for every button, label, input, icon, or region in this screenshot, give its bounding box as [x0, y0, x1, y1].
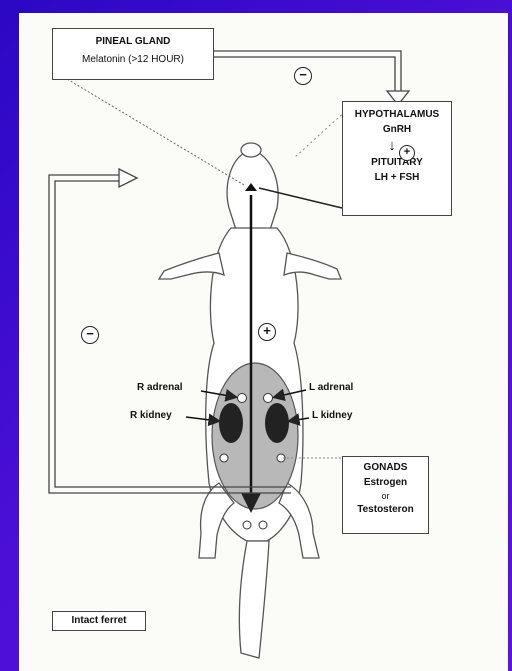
gonads-estrogen: Estrogen	[343, 476, 428, 491]
pineal-title: PINEAL GLAND	[53, 33, 213, 51]
gnrh-label: GnRH	[343, 122, 451, 137]
r-kidney-label: R kidney	[130, 410, 172, 421]
left-adrenal-shape	[264, 394, 273, 403]
gonads-or: or	[343, 490, 428, 503]
hypothalamus-title: HYPOTHALAMUS	[343, 107, 451, 122]
gonad-shape-right	[259, 521, 267, 529]
pineal-subtitle: Melatonin (>12 HOUR)	[53, 51, 213, 69]
pineal-gland-box: PINEAL GLAND Melatonin (>12 HOUR)	[52, 28, 214, 80]
left-minus-sign: −	[81, 326, 99, 344]
right-kidney-shape	[219, 403, 243, 443]
l-adrenal-label: L adrenal	[309, 382, 353, 393]
pituitary-label: PITUITARY	[343, 155, 451, 170]
top-minus-sign: −	[294, 67, 312, 85]
center-plus-sign: +	[258, 323, 276, 341]
pineal-dashed-line	[57, 73, 244, 185]
hypothalamus-box: HYPOTHALAMUS GnRH ↓ PITUITARY LH + FSH	[342, 101, 452, 216]
r-adrenal-label: R adrenal	[137, 382, 183, 393]
gonads-title: GONADS	[343, 461, 428, 476]
caption-text: Intact ferret	[71, 615, 126, 626]
gnrh-down-arrow: ↓	[333, 137, 451, 155]
gonads-testosteron: Testosteron	[343, 503, 428, 518]
gonads-box: GONADS Estrogen or Testosteron	[342, 456, 429, 534]
lh-fsh-label: LH + FSH	[343, 170, 451, 185]
diagram-slide: PINEAL GLAND Melatonin (>12 HOUR) HYPOTH…	[19, 13, 508, 671]
l-kidney-label: L kidney	[312, 410, 352, 421]
left-kidney-shape	[265, 403, 289, 443]
ferret-tail	[239, 541, 269, 658]
caption-box: Intact ferret	[52, 611, 146, 631]
hypothalamus-plus-sign: +	[399, 145, 415, 161]
right-adrenal-shape	[238, 394, 247, 403]
gonad-shape-left	[243, 521, 251, 529]
organ-shape-left	[220, 454, 228, 462]
